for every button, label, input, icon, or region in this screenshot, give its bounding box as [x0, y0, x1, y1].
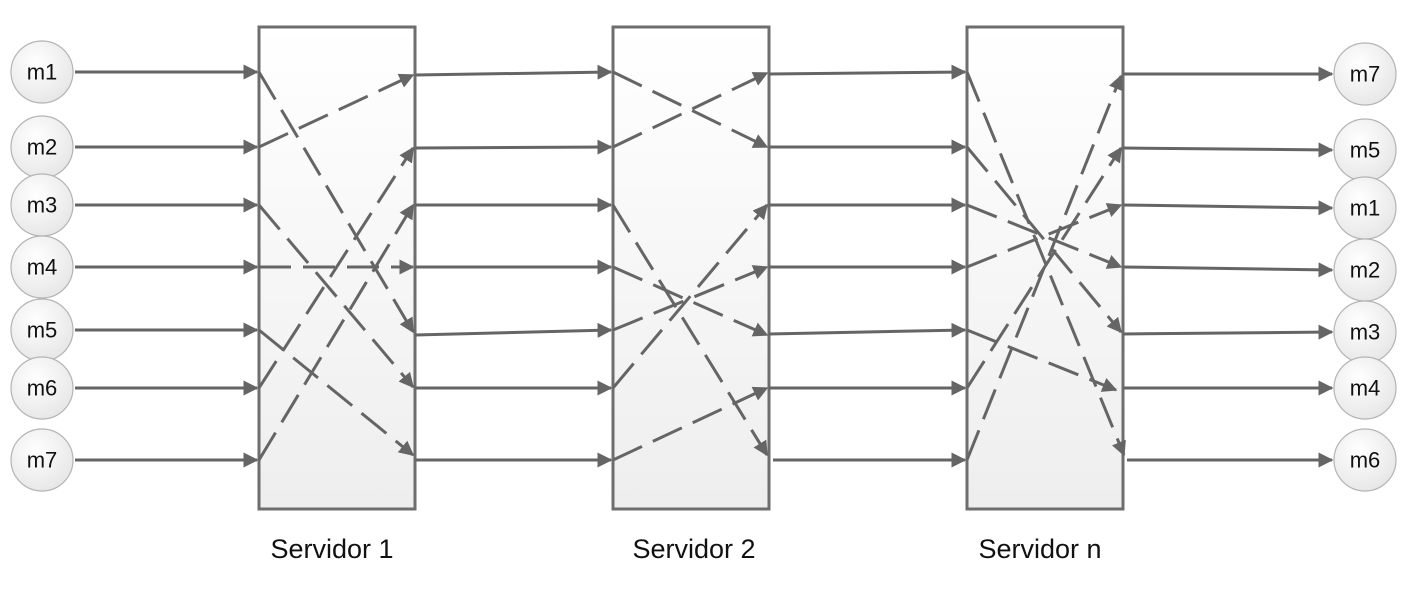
output-arrow-m5	[1122, 142, 1334, 158]
sn-dashed-arrow	[966, 328, 1118, 392]
s2-dashed-arrow	[612, 265, 769, 337]
input-node: m4	[10, 235, 74, 299]
output-node: m5	[1333, 118, 1397, 182]
input-node-circle	[10, 40, 74, 104]
input-nodes: m1 m2 m3 m4 m5 m6 m7	[10, 40, 74, 492]
s2-dashed-arrow	[612, 265, 769, 332]
input-node-label: m6	[27, 376, 58, 401]
s1-dashed-arrow	[257, 146, 415, 389]
output-node-label: m6	[1350, 448, 1381, 473]
output-arrow-m3	[1122, 324, 1334, 340]
output-node: m4	[1333, 356, 1397, 420]
input-node-circle	[10, 235, 74, 299]
server-2-box	[611, 25, 771, 511]
server-boxes	[257, 25, 1125, 511]
s2-dashed-arrow	[612, 70, 769, 149]
s2-dashed-arrow	[611, 204, 769, 457]
input-node: m7	[10, 428, 74, 492]
output-node-circle	[1333, 428, 1397, 492]
input-node-label: m7	[27, 448, 58, 473]
server-n-label: Servidor n	[978, 534, 1101, 564]
server-labels: Servidor 1 Servidor 2 Servidor n	[270, 534, 1101, 564]
sn-dashed-arrow	[966, 203, 1123, 269]
output-node-label: m5	[1350, 138, 1381, 163]
input-node-label: m2	[27, 135, 58, 160]
output-node-label: m7	[1350, 62, 1381, 87]
output-node-label: m3	[1350, 320, 1381, 345]
input-node: m2	[10, 115, 74, 179]
output-node-label: m2	[1350, 258, 1381, 283]
output-node: m2	[1333, 238, 1397, 302]
server-1-label: Servidor 1	[270, 534, 393, 564]
s1-dashed-arrow	[258, 328, 415, 457]
s1-dashed-arrow	[257, 204, 415, 389]
s1-dashed-arrow	[257, 203, 415, 461]
s2-to-sn-arrow	[768, 64, 967, 80]
s1-dashed-arrow	[258, 73, 415, 149]
output-arrow-m2	[1122, 262, 1334, 278]
server-2-label: Servidor 2	[632, 534, 755, 564]
s1-to-s2-arrow	[414, 322, 613, 338]
s2-dashed-arrow	[612, 71, 769, 149]
output-node: m6	[1333, 428, 1397, 492]
output-node-circle	[1333, 42, 1397, 106]
input-node-label: m4	[27, 255, 58, 280]
output-arrow-m1	[1122, 200, 1334, 216]
output-node: m3	[1333, 300, 1397, 364]
s1-dashed-arrow	[257, 71, 415, 334]
output-nodes: m7 m5 m1 m2 m3 m4 m6	[1333, 42, 1397, 492]
s2-to-sn-arrow	[768, 322, 967, 338]
s2-dashed-arrow	[612, 386, 769, 462]
sn-dashed-arrow	[965, 146, 1123, 334]
input-node: m5	[10, 298, 74, 362]
input-node-circle	[10, 356, 74, 420]
sn-dashed-arrow	[966, 203, 1123, 269]
output-node-label: m1	[1350, 196, 1381, 221]
s1-to-s2-arrow	[414, 64, 613, 80]
output-node: m7	[1333, 42, 1397, 106]
arrows	[75, 64, 1334, 468]
input-node-label: m1	[27, 60, 58, 85]
input-node-label: m5	[27, 318, 58, 343]
sn-dashed-arrow	[965, 74, 1123, 461]
input-node: m6	[10, 356, 74, 420]
output-node: m1	[1333, 176, 1397, 240]
output-node-circle	[1333, 356, 1397, 420]
s2-dashed-arrow	[611, 203, 769, 389]
input-node-circle	[10, 428, 74, 492]
output-node-label: m4	[1350, 376, 1381, 401]
input-node: m1	[10, 40, 74, 104]
s1-to-s2-arrow	[414, 139, 613, 155]
input-node: m3	[10, 173, 74, 237]
input-node-label: m3	[27, 193, 58, 218]
